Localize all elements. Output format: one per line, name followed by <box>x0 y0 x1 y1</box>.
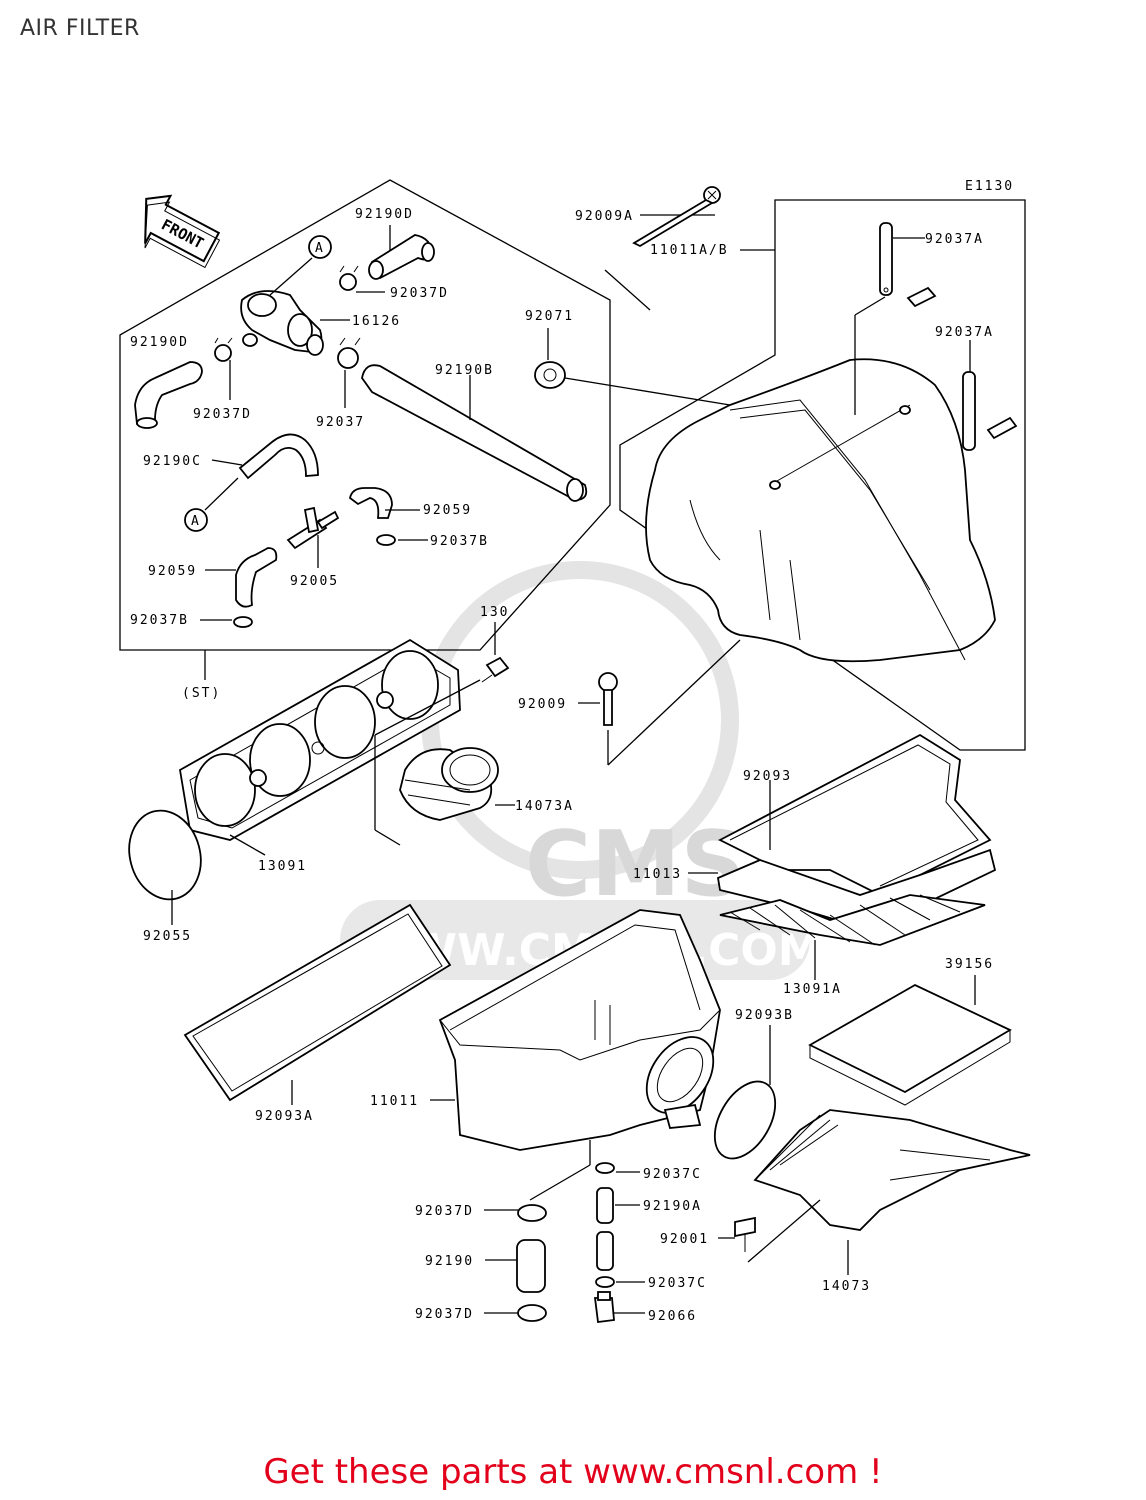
label-14073[interactable]: 14073 <box>822 1279 871 1294</box>
label-92190d-left[interactable]: 92190D <box>130 335 189 350</box>
duct-14073 <box>753 1109 1031 1231</box>
label-13091a[interactable]: 13091A <box>783 982 842 997</box>
label-92037d-bottom2[interactable]: 92037D <box>415 1307 474 1322</box>
label-92093a[interactable]: 92093A <box>255 1109 314 1124</box>
label-92001[interactable]: 92001 <box>660 1232 709 1247</box>
label-92037c-top[interactable]: 92037C <box>643 1167 702 1182</box>
hose-92190d-left <box>134 361 203 427</box>
strap-92037a-right <box>962 371 976 451</box>
st-assembly-frame <box>119 179 611 651</box>
clip-92037d-bottom1 <box>517 1204 547 1222</box>
label-92190d-top[interactable]: 92190D <box>355 207 414 222</box>
hose-92190c <box>238 433 319 480</box>
screw-92009 <box>598 672 618 726</box>
hose-92059-right <box>349 487 393 519</box>
label-st[interactable]: (ST) <box>182 686 221 701</box>
strap-92037a-top <box>879 222 893 296</box>
label-92066[interactable]: 92066 <box>648 1309 697 1324</box>
label-92009[interactable]: 92009 <box>518 697 567 712</box>
clip-92037c-bottom <box>595 1276 615 1288</box>
label-92059-right[interactable]: 92059 <box>423 503 472 518</box>
label-92190b[interactable]: 92190B <box>435 363 494 378</box>
label-92190[interactable]: 92190 <box>425 1254 474 1269</box>
bolt-92001 <box>734 1216 756 1252</box>
bolt-130 <box>481 656 510 683</box>
label-16126[interactable]: 16126 <box>352 314 401 329</box>
tee-joint-92005 <box>286 506 340 550</box>
diagram-code: E1130 <box>965 179 1014 194</box>
bolt-92037a-top <box>906 286 937 308</box>
hose-92190 <box>516 1239 546 1293</box>
label-92093b[interactable]: 92093B <box>735 1008 794 1023</box>
ref-marker-a-2 <box>184 508 208 532</box>
clip-92037c-top <box>595 1162 615 1174</box>
label-92037b-right[interactable]: 92037B <box>430 534 489 549</box>
bolt-92009a <box>632 186 721 248</box>
label-11011[interactable]: 11011 <box>370 1094 419 1109</box>
valve-16126 <box>240 290 324 356</box>
gasket-92093 <box>718 733 992 897</box>
svg-text:A: A <box>315 241 325 256</box>
label-92059-left[interactable]: 92059 <box>148 564 197 579</box>
label-11011ab[interactable]: 11011A/B <box>650 243 729 258</box>
label-92009a[interactable]: 92009A <box>575 209 634 224</box>
label-14073a[interactable]: 14073A <box>515 799 574 814</box>
label-92055[interactable]: 92055 <box>143 929 192 944</box>
svg-text:A: A <box>191 514 201 529</box>
element-14073a <box>399 747 499 821</box>
label-92037d-bottom1[interactable]: 92037D <box>415 1204 474 1219</box>
watermark-brand: CMS <box>525 812 745 917</box>
label-92071[interactable]: 92071 <box>525 309 574 324</box>
gasket-92055 <box>128 809 202 901</box>
label-92190c[interactable]: 92190C <box>143 454 202 469</box>
label-92037c-bottom[interactable]: 92037C <box>648 1276 707 1291</box>
label-39156[interactable]: 39156 <box>945 957 994 972</box>
clip-92037d-bottom2 <box>517 1304 547 1322</box>
clip-92037d-top <box>339 265 359 291</box>
upper-case-11011ab <box>645 358 996 663</box>
hose-92059-left <box>235 547 278 608</box>
clip-92037 <box>337 337 361 369</box>
footer-promo-link[interactable]: Get these parts at www.cmsnl.com ! <box>263 1452 883 1492</box>
clip-92037d-left <box>214 337 233 362</box>
label-130[interactable]: 130 <box>480 605 509 620</box>
hose-92190a <box>596 1187 614 1271</box>
clip-92037b-right <box>376 534 396 546</box>
page-title: AIR FILTER <box>20 16 140 41</box>
bolt-92037a-right <box>986 416 1018 440</box>
gasket-92093a <box>183 903 452 1102</box>
label-92037a-top[interactable]: 92037A <box>925 232 984 247</box>
filter-11013 <box>716 848 997 931</box>
gasket-92093b <box>713 1080 777 1160</box>
plug-92066 <box>593 1291 615 1324</box>
label-92037d-top[interactable]: 92037D <box>390 286 449 301</box>
ref-marker-a <box>308 235 332 259</box>
label-92190a[interactable]: 92190A <box>643 1199 702 1214</box>
clip-92037b-left <box>233 616 253 628</box>
label-92005[interactable]: 92005 <box>290 574 339 589</box>
label-92037[interactable]: 92037 <box>316 415 365 430</box>
label-13091[interactable]: 13091 <box>258 859 307 874</box>
front-arrow-icon: FRONT <box>144 194 221 269</box>
label-92037a-right[interactable]: 92037A <box>935 325 994 340</box>
plate-39156 <box>808 983 1012 1106</box>
label-11013[interactable]: 11013 <box>633 867 682 882</box>
label-92093[interactable]: 92093 <box>743 769 792 784</box>
grommet-92071 <box>534 361 566 389</box>
label-92037d-left[interactable]: 92037D <box>193 407 252 422</box>
mesh-13091a <box>719 894 986 946</box>
label-92037b-left[interactable]: 92037B <box>130 613 189 628</box>
